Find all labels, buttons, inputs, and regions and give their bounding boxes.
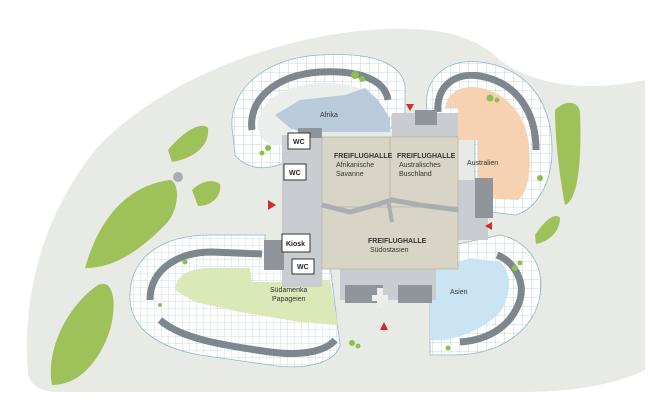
- lawn-patch: [168, 125, 209, 162]
- hall1-name-line2: Savanne: [336, 171, 364, 178]
- wc-middle-label: WC: [289, 170, 301, 177]
- hall1-name-line1: Afrikanische: [336, 162, 374, 169]
- building-block: [398, 285, 432, 303]
- south-america-label-line1: Südamerika: [270, 287, 307, 294]
- asia-area: [430, 258, 509, 340]
- roundabout: [173, 172, 183, 182]
- wc-upper-box: [287, 132, 311, 150]
- lawn-patch: [50, 283, 114, 385]
- asia-track: [459, 251, 525, 346]
- south-america-track: [146, 248, 338, 357]
- asia-label: Asien: [450, 289, 468, 296]
- triangle-marker-icon: [406, 104, 414, 111]
- entrance-cross: [377, 288, 383, 308]
- wc-upper-label: WC: [293, 139, 305, 146]
- hall1-title: FREIFLUGHALLE: [334, 153, 393, 160]
- tree-icon: [158, 71, 543, 351]
- africa-label: Afrika: [320, 112, 338, 119]
- building-block: [264, 240, 284, 270]
- hall3-title: FREIFLUGHALLE: [368, 238, 427, 245]
- hall-african-savanna: [321, 136, 391, 208]
- triangle-marker-icon: [268, 200, 276, 210]
- hall2-name-line1: Australisches: [399, 162, 441, 169]
- south-america-label-line2: Papageien: [272, 296, 306, 303]
- building-block: [475, 178, 493, 218]
- africa-track: [248, 68, 392, 131]
- hall-australian-bush: [389, 136, 459, 208]
- hall-walkway: [321, 197, 459, 215]
- lawn-patch: [192, 181, 221, 206]
- kiosk-label: Kiosk: [286, 241, 305, 248]
- triangle-marker-icon: [485, 222, 492, 230]
- lawn-patch: [555, 102, 581, 205]
- australia-area: [445, 86, 530, 200]
- hall2-name-line2: Buschland: [399, 171, 432, 178]
- wc-lower-box: [291, 258, 315, 275]
- australia-track: [434, 71, 540, 151]
- wc-middle-box: [283, 163, 307, 181]
- hall-walkway: [386, 199, 394, 223]
- australia-label: Australien: [467, 160, 498, 167]
- building-block: [415, 110, 437, 125]
- kiosk-box: [281, 233, 311, 253]
- lawn-patch: [535, 215, 560, 244]
- africa-area: [275, 88, 390, 132]
- lawn-patch: [85, 180, 177, 268]
- triangle-marker-icon: [380, 322, 388, 330]
- hall3-name: Südostasien: [370, 247, 409, 254]
- hall2-title: FREIFLUGHALLE: [397, 153, 456, 160]
- wc-lower-label: WC: [297, 264, 309, 271]
